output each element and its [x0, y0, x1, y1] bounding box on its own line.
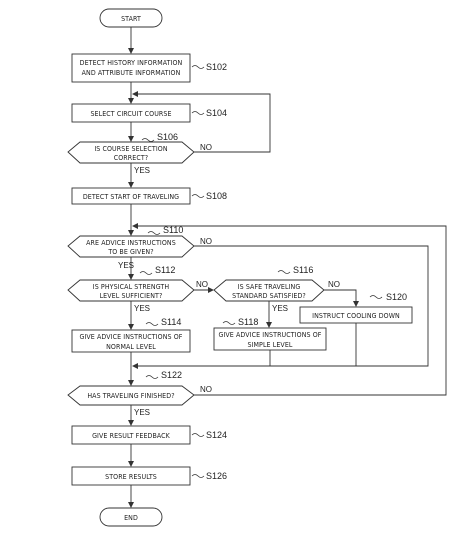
s124-leader — [191, 433, 205, 437]
s116-leader — [277, 270, 291, 274]
s122-no-label: NO — [200, 385, 212, 394]
step-s108: DETECT START OF TRAVELING S108 — [71, 187, 227, 205]
s110-yes-label: YES — [118, 261, 134, 270]
decision-s116: IS SAFE TRAVELING STANDARD SATISFIED? S1… — [213, 265, 325, 302]
decision-s110: ARE ADVICE INSTRUCTIONS TO BE GIVEN? S11… — [67, 225, 195, 258]
connectors — [128, 27, 447, 508]
s112-leader — [139, 271, 153, 275]
s110-no-label: NO — [200, 237, 212, 246]
decision-s112-line-1: IS PHYSICAL STRENGTH — [93, 283, 170, 291]
step-s126-line-1: STORE RESULTS — [105, 473, 157, 481]
decision-s122: HAS TRAVELING FINISHED? S122 — [67, 370, 195, 406]
s116-yes-label: YES — [272, 304, 288, 313]
step-s118-id: S118 — [238, 317, 258, 327]
step-s126: STORE RESULTS S126 — [71, 466, 227, 486]
start-terminal: START — [99, 8, 163, 28]
step-s102-line-2: AND ATTRIBUTE INFORMATION — [82, 69, 181, 77]
decision-s106: IS COURSE SELECTION CORRECT? S106 — [67, 132, 195, 164]
decision-s112-line-2: LEVEL SUFFICIENT? — [100, 292, 163, 300]
step-s104-line-1: SELECT CIRCUIT COURSE — [90, 110, 171, 118]
step-s118-line-2: SIMPLE LEVEL — [247, 341, 292, 349]
step-s118-line-1: GIVE ADVICE INSTRUCTIONS OF — [218, 331, 321, 339]
s122-leader — [145, 375, 159, 379]
step-s124-line-1: GIVE RESULT FEEDBACK — [92, 432, 171, 440]
step-s102: DETECT HISTORY INFORMATION AND ATTRIBUTE… — [71, 53, 227, 83]
step-s106-id: S106 — [157, 132, 178, 142]
end-terminal: END — [99, 507, 163, 527]
step-s120-id: S120 — [386, 292, 407, 302]
step-s114-id: S114 — [161, 317, 181, 327]
step-s110-id: S110 — [163, 225, 183, 235]
decision-s110-line-1: ARE ADVICE INSTRUCTIONS — [86, 239, 176, 247]
step-s102-line-1: DETECT HISTORY INFORMATION — [80, 59, 183, 67]
arrow-s122-no-loop — [132, 223, 447, 396]
step-s104: SELECT CIRCUIT COURSE S104 — [71, 103, 227, 123]
step-s122-id: S122 — [161, 370, 182, 380]
step-s108-line-1: DETECT START OF TRAVELING — [83, 193, 179, 201]
s102-leader — [191, 65, 205, 69]
s104-leader — [191, 111, 205, 115]
decision-s122-line-1: HAS TRAVELING FINISHED? — [87, 392, 174, 400]
s122-yes-label: YES — [134, 408, 150, 417]
arrow-s106-no-loop — [132, 91, 271, 153]
step-s124-id: S124 — [206, 430, 227, 440]
arrow-s116-no — [324, 289, 359, 307]
step-s102-id: S102 — [206, 62, 227, 72]
s112-yes-label: YES — [134, 304, 150, 313]
s120-leader — [369, 295, 383, 299]
start-label: START — [121, 15, 141, 23]
s112-no-label: NO — [196, 280, 208, 289]
decision-s106-line-1: IS COURSE SELECTION — [94, 145, 167, 153]
step-s124: GIVE RESULT FEEDBACK S124 — [71, 425, 227, 445]
decision-s116-line-2: STANDARD SATISFIED? — [232, 292, 306, 300]
step-s114-line-1: GIVE ADVICE INSTRUCTIONS OF — [79, 333, 182, 341]
s116-no-label: NO — [328, 280, 340, 289]
s126-leader — [191, 474, 205, 478]
decision-s116-line-1: IS SAFE TRAVELING — [238, 283, 301, 291]
decision-s112: IS PHYSICAL STRENGTH LEVEL SUFFICIENT? S… — [67, 265, 195, 302]
s106-leader — [141, 138, 155, 142]
step-s126-id: S126 — [206, 471, 227, 481]
step-s104-id: S104 — [206, 108, 227, 118]
step-s112-id: S112 — [155, 265, 175, 275]
step-s116-id: S116 — [293, 265, 313, 275]
s118-leader — [222, 321, 236, 325]
end-label: END — [124, 514, 138, 522]
decision-s106-line-2: CORRECT? — [114, 154, 148, 162]
step-s114-line-2: NORMAL LEVEL — [106, 343, 156, 351]
s106-yes-label: YES — [134, 166, 150, 175]
branch-labels: YES NO YES NO YES NO YES NO YES NO — [118, 143, 340, 417]
s110-leader — [147, 231, 161, 235]
s108-leader — [191, 194, 205, 198]
decision-s110-line-2: TO BE GIVEN? — [107, 248, 153, 256]
s106-no-label: NO — [200, 143, 212, 152]
s114-leader — [145, 322, 159, 326]
arrow-s110-no — [132, 245, 429, 369]
step-s108-id: S108 — [206, 191, 227, 201]
step-s120-line-1: INSTRUCT COOLING DOWN — [312, 312, 400, 320]
